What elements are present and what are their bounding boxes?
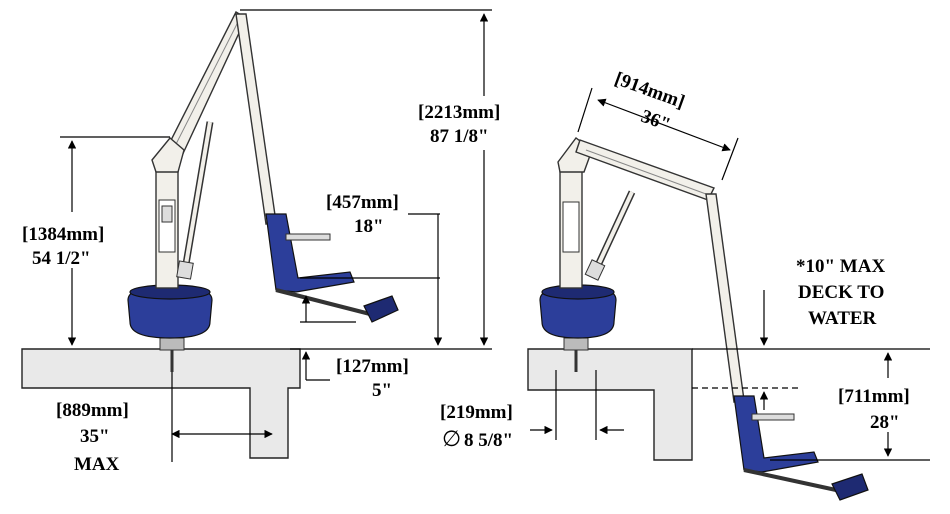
seat-457-mm: [457mm] (326, 192, 399, 213)
left-seat (265, 213, 355, 293)
seat-457-in: 18" (354, 216, 384, 237)
height-1384-mm: [1384mm] (22, 224, 104, 245)
left-hinge-plate (151, 137, 185, 173)
boom-914-in: 36" (638, 106, 673, 136)
right-footrest-bar (743, 468, 837, 492)
right-deck-socket (563, 337, 589, 351)
left-armrest (285, 233, 331, 241)
right-armrest (751, 413, 795, 421)
reach-889-mm: [889mm] (56, 400, 129, 421)
left-deck-socket (159, 337, 185, 351)
depth-711-in: 28" (870, 412, 900, 433)
boom-914-mm: [914mm] (612, 68, 688, 113)
right-control-box (562, 201, 580, 253)
depth-711-mm: [711mm] (838, 386, 910, 407)
reach-889-max: MAX (74, 454, 120, 475)
diameter-symbol: ∅ (442, 426, 461, 451)
left-gauge (161, 205, 173, 223)
deck-127-mm: [127mm] (336, 356, 409, 377)
left-dimensions (60, 9, 492, 462)
right-footrest (831, 473, 869, 501)
dia-219-in: 8 5/8" (464, 430, 513, 451)
right-hanging-arm (705, 193, 745, 403)
right-pool-deck (527, 348, 693, 461)
left-hanging-arm (235, 13, 277, 225)
max-note-line3: WATER (808, 308, 877, 329)
height-1384-in: 54 1/2" (32, 248, 91, 269)
reach-889-in: 35" (80, 426, 110, 447)
left-pool-deck (21, 348, 301, 459)
right-dimensions (530, 87, 930, 461)
left-footrest-bar (275, 288, 371, 316)
dia-219-mm: [219mm] (440, 402, 513, 423)
height-2213-in: 87 1/8" (430, 126, 489, 147)
height-2213-mm: [2213mm] (418, 102, 500, 123)
deck-127-in: 5" (372, 380, 392, 401)
left-view (21, 11, 399, 459)
right-view (527, 137, 869, 501)
max-note-line1: *10" MAX (796, 256, 885, 277)
max-note-line2: DECK TO (798, 282, 884, 303)
left-actuator-motor (176, 260, 194, 280)
right-actuator-motor (584, 259, 606, 281)
right-boom (575, 139, 715, 201)
left-boom-inner (171, 21, 239, 153)
left-footrest (363, 295, 399, 323)
